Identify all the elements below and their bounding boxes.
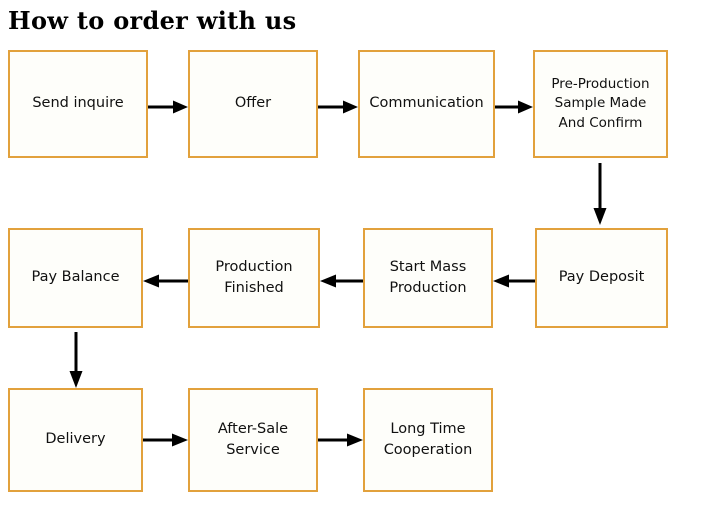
flow-node-label: Delivery	[45, 431, 106, 448]
flow-node-label: Pay Deposit	[558, 269, 645, 286]
flow-node-production-finished[interactable]: Production Finished	[188, 228, 320, 328]
page-title: How to order with us	[8, 6, 297, 35]
arrow-pay-balance-to-delivery	[66, 332, 86, 388]
flow-node-pay-balance[interactable]: Pay Balance	[8, 228, 143, 328]
arrow-pre-production-to-pay-deposit	[590, 163, 610, 225]
arrow-offer-to-communication	[318, 97, 358, 117]
flow-node-pay-deposit[interactable]: Pay Deposit	[535, 228, 668, 328]
flow-node-label: After-Sale Service	[217, 420, 289, 458]
arrow-after-sale-service-to-long-time-cooperation	[318, 430, 363, 450]
arrow-start-mass-production-to-production-finished	[320, 271, 363, 291]
flow-node-label: Production Finished	[215, 258, 293, 296]
flow-node-offer[interactable]: Offer	[188, 50, 318, 158]
flow-node-long-time-cooperation[interactable]: Long Time Cooperation	[363, 388, 493, 492]
flow-node-delivery[interactable]: Delivery	[8, 388, 143, 492]
flow-node-start-mass-production[interactable]: Start Mass Production	[363, 228, 493, 328]
flow-node-pre-production-sample[interactable]: Pre-Production Sample Made And Confirm	[533, 50, 668, 158]
flow-node-after-sale-service[interactable]: After-Sale Service	[188, 388, 318, 492]
arrow-delivery-to-after-sale-service	[143, 430, 188, 450]
flow-node-label: Long Time Cooperation	[383, 420, 473, 458]
arrow-production-finished-to-pay-balance	[143, 271, 188, 291]
flow-node-send-inquire[interactable]: Send inquire	[8, 50, 148, 158]
flow-node-label: Send inquire	[32, 95, 124, 112]
flow-node-label: Offer	[234, 95, 272, 112]
flow-node-label: Start Mass Production	[389, 258, 467, 296]
arrow-pay-deposit-to-start-mass-production	[493, 271, 535, 291]
flow-node-label: Pay Balance	[31, 269, 120, 286]
arrow-communication-to-pre-production	[495, 97, 533, 117]
arrow-send-inquire-to-offer	[148, 97, 188, 117]
flow-node-label: Communication	[369, 95, 484, 112]
flow-node-communication[interactable]: Communication	[358, 50, 495, 158]
flow-node-label: Pre-Production Sample Made And Confirm	[551, 75, 650, 131]
